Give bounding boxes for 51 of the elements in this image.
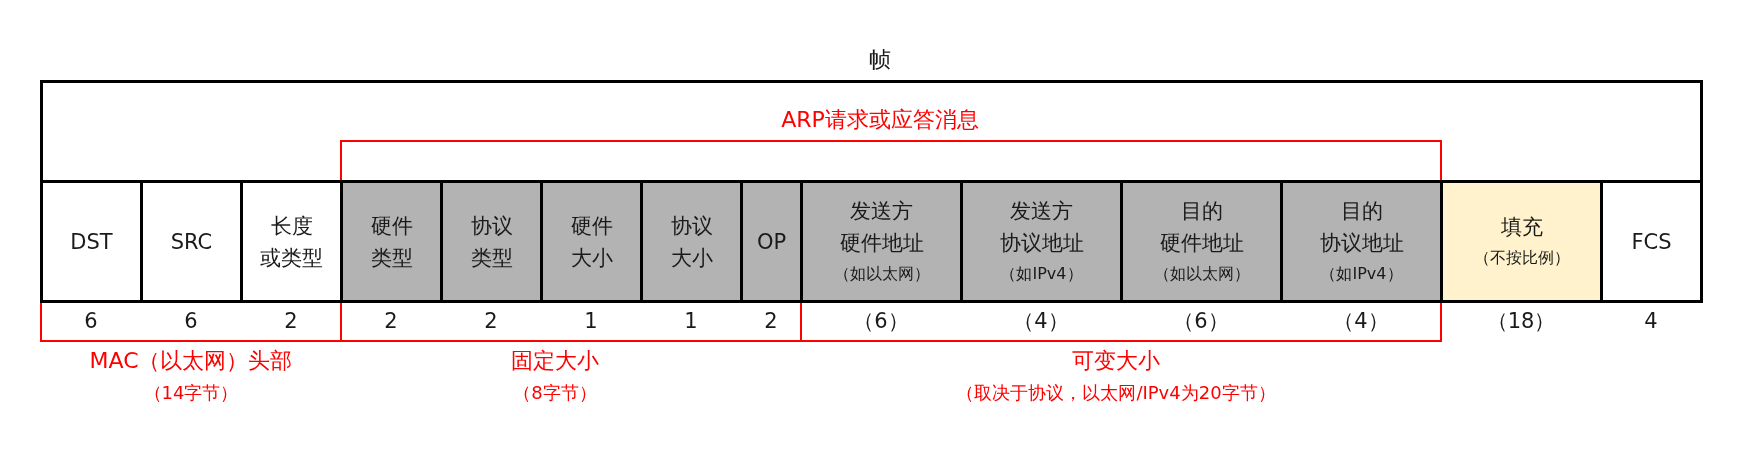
bracket-note: （取决于协议，以太网/IPv4为20字节）	[956, 381, 1276, 405]
field-name: FCS	[1631, 228, 1672, 256]
field-name: 目的协议地址	[1318, 197, 1405, 257]
field-cell	[740, 180, 803, 303]
field-cell	[440, 180, 543, 303]
field-name: 发送方硬件地址	[838, 197, 925, 257]
field-note: （如IPv4）	[1320, 262, 1403, 285]
field-note: （不按比例）	[1473, 246, 1570, 269]
byte-count: 2	[484, 307, 498, 335]
byte-count: （6）	[1173, 307, 1229, 335]
field-name: 协议大小	[669, 212, 714, 272]
field-cell	[800, 180, 963, 303]
field-cell	[960, 180, 1123, 303]
field-cell	[540, 180, 643, 303]
byte-count: （6）	[853, 307, 909, 335]
field-name: 协议类型	[469, 212, 514, 272]
field-cell	[340, 180, 443, 303]
byte-count: 1	[584, 307, 598, 335]
field-cell	[1440, 180, 1603, 303]
byte-count: 4	[1644, 307, 1658, 335]
byte-count: （4）	[1333, 307, 1389, 335]
byte-count: 2	[384, 307, 398, 335]
field-note: （如以太网）	[1153, 262, 1250, 285]
field-name: 填充	[1500, 213, 1543, 241]
byte-count: 6	[84, 307, 98, 335]
byte-count: 1	[684, 307, 698, 335]
field-name: 硬件大小	[569, 212, 614, 272]
field-name: 长度或类型	[259, 212, 324, 272]
byte-count: 2	[764, 307, 778, 335]
byte-count: 2	[284, 307, 298, 335]
field-name: DST	[70, 228, 113, 256]
field-name: SRC	[170, 228, 213, 256]
byte-count: 6	[184, 307, 198, 335]
field-note: （如以太网）	[833, 262, 930, 285]
field-cell	[640, 180, 743, 303]
message-title: ARP请求或应答消息	[781, 106, 979, 134]
bracket-note: （14字节）	[143, 381, 239, 405]
bracket-label: MAC（以太网）头部	[89, 347, 293, 375]
bracket-note: （8字节）	[513, 381, 597, 405]
field-name: 硬件类型	[369, 212, 414, 272]
field-name: 发送方协议地址	[998, 197, 1085, 257]
field-cell	[1120, 180, 1283, 303]
bracket-label: 固定大小	[511, 347, 599, 375]
byte-count: （18）	[1486, 307, 1556, 335]
field-name: 目的硬件地址	[1158, 197, 1245, 257]
field-name: OP	[756, 228, 787, 256]
field-cell	[1280, 180, 1443, 303]
byte-count: （4）	[1013, 307, 1069, 335]
field-note: （如IPv4）	[1000, 262, 1083, 285]
bracket-label: 可变大小	[1072, 347, 1160, 375]
frame-title: 帧	[869, 46, 891, 74]
